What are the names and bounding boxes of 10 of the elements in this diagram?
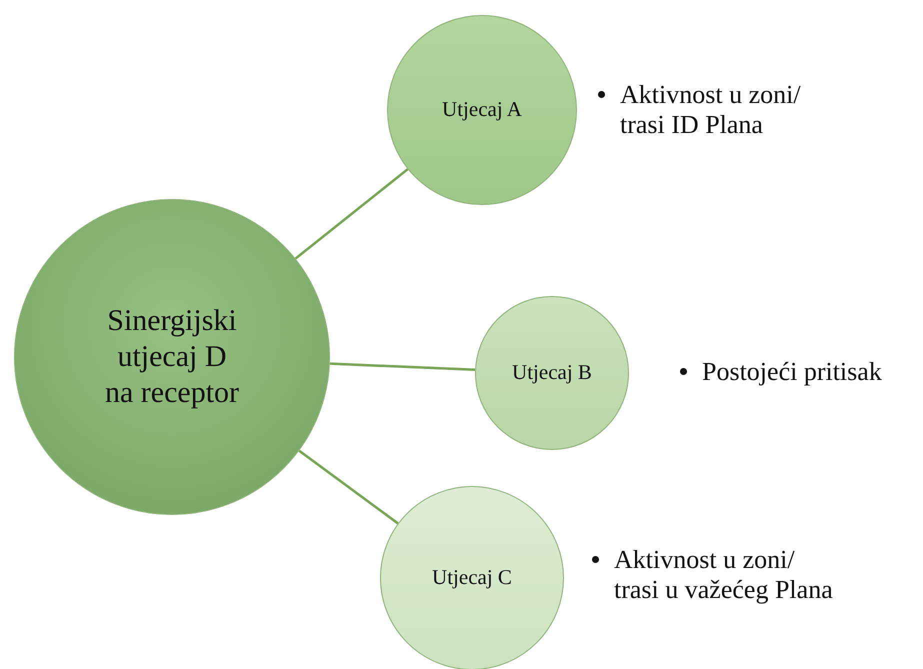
bullet-text: Aktivnost u zoni/ trasi u važećeg Plana xyxy=(614,545,834,605)
connector-line xyxy=(294,168,408,260)
bullet-text: Postojeći pritisak xyxy=(702,357,883,387)
node-label: Utjecaj B xyxy=(511,360,593,386)
node-label: Utjecaj C xyxy=(431,565,513,591)
connector-line xyxy=(330,362,476,371)
node-label: Utjecaj A xyxy=(441,97,523,123)
bullet-text: Aktivnost u zoni/ trasi ID Plana xyxy=(620,80,802,140)
node-label: Sinergijski utjecaj D na receptor xyxy=(104,303,240,411)
connector-line xyxy=(298,450,399,524)
